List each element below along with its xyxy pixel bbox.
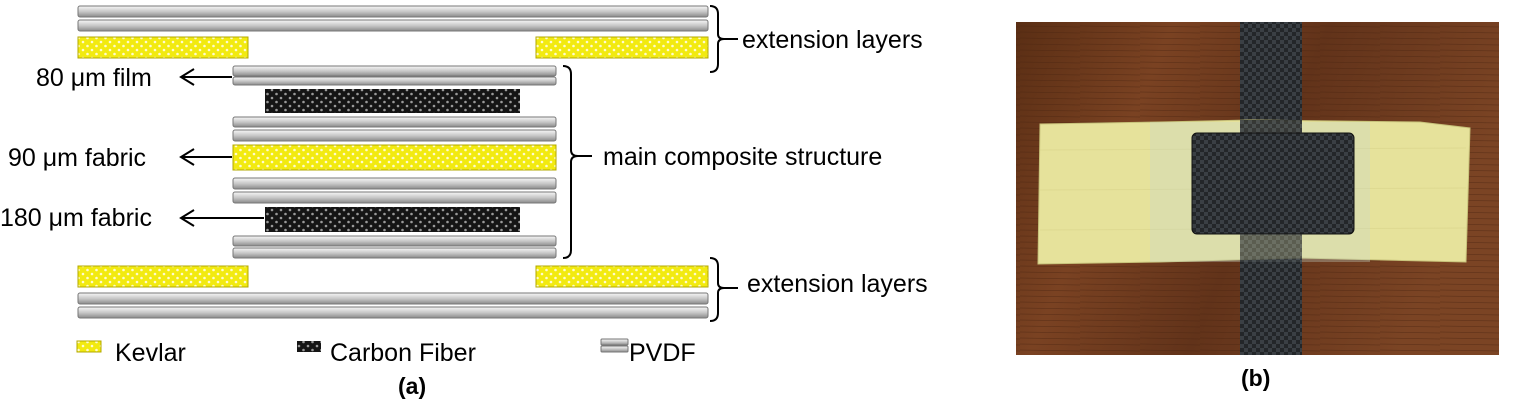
top-extension-label: extension layers (742, 26, 923, 54)
kevlar-legend-label: Kevlar (115, 339, 186, 367)
thickness-callouts: 80 μm film 90 μm fabric 180 μm fabric (0, 64, 264, 232)
fabric-90-label: 90 μm fabric (8, 144, 146, 172)
carbon-legend-swatch (297, 341, 321, 352)
film-thickness-label: 80 μm film (36, 64, 152, 92)
pvdf-layer (77, 306, 709, 319)
pvdf-film-layer (232, 65, 557, 77)
kevlar-legend-swatch (76, 340, 102, 353)
carbon-fiber-layer (265, 89, 520, 113)
kevlar-layer (77, 265, 249, 288)
panel-b-caption: (b) (1241, 365, 1270, 391)
kevlar-layer (77, 36, 249, 59)
carbon-strip-top (1240, 22, 1302, 137)
kevlar-layer (232, 144, 557, 171)
fabric-90-arrow (179, 148, 232, 166)
fabric-180-label: 180 μm fabric (0, 204, 152, 232)
pvdf-film-layer (232, 76, 557, 86)
pvdf-layer (232, 235, 557, 247)
kevlar-layer (535, 36, 709, 59)
top-extension-bracket (709, 5, 725, 73)
pvdf-legend-swatch (600, 345, 629, 353)
pvdf-layer (77, 292, 709, 305)
pvdf-layer (232, 191, 557, 204)
carbon-fiber-patch (1191, 132, 1355, 235)
bottom-extension-bracket (709, 257, 725, 322)
pvdf-legend-label: PVDF (629, 339, 696, 367)
carbon-strip-bottom (1240, 255, 1302, 355)
pvdf-layer (77, 5, 709, 18)
main-bracket (562, 65, 579, 259)
pvdf-layer (232, 129, 557, 142)
pvdf-legend-swatch (600, 338, 629, 346)
panel-a-caption: (a) (398, 373, 426, 399)
fabric-180-arrow (179, 209, 264, 227)
panel-a-layer-diagram: extension layers main composite structur… (0, 5, 928, 399)
legend: Kevlar Carbon Fiber PVDF (76, 338, 696, 367)
panel-b-photo: (b) (1016, 22, 1499, 391)
film-arrow (179, 68, 232, 86)
pvdf-layer (232, 247, 557, 259)
bottom-extension-label: extension layers (747, 270, 928, 298)
carbon-legend-label: Carbon Fiber (330, 339, 476, 367)
pvdf-layer (232, 177, 557, 190)
bottom-extension-group: extension layers (77, 257, 928, 322)
pvdf-layer (77, 19, 709, 32)
main-structure-label: main composite structure (603, 143, 882, 171)
carbon-fiber-layer (265, 207, 520, 232)
pvdf-layer (232, 116, 557, 128)
kevlar-layer (535, 265, 709, 288)
main-composite-group: main composite structure (232, 65, 882, 259)
carbon-strip-lower-overlap (1240, 234, 1302, 262)
top-extension-group: extension layers (77, 5, 923, 73)
